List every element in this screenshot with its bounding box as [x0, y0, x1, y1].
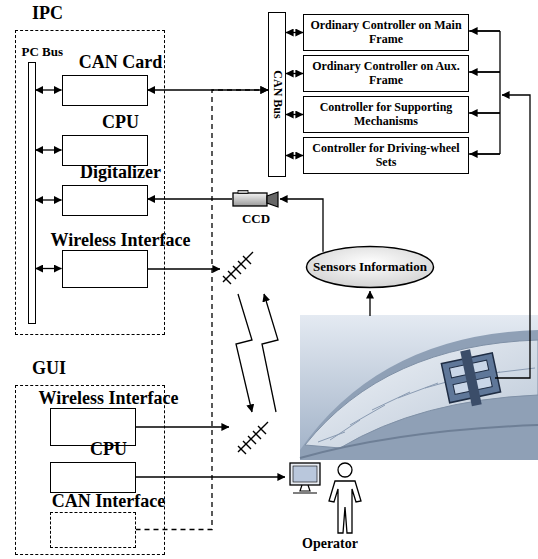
robot-link: [495, 95, 530, 378]
connector: [280, 199, 323, 252]
bus-bar: CAN Bus: [268, 12, 286, 177]
camera-node: CCD: [232, 190, 280, 230]
connector: [148, 198, 233, 199]
robot-bus: [499, 31, 500, 154]
antenna-symbol: [238, 422, 268, 454]
bus-bar: PC Bus: [28, 62, 36, 324]
optional-box: CAN Interface: [50, 512, 136, 548]
connector: [36, 149, 62, 150]
node-label: CAN Bus: [270, 70, 285, 118]
spacer: [470, 31, 500, 72]
process-box: Digitalizer: [62, 185, 148, 216]
controller-wires: [469, 31, 500, 154]
arrow-head: [470, 71, 500, 72]
robot-part: [460, 349, 481, 406]
connector: [286, 155, 303, 156]
process-box: CPU: [50, 462, 136, 493]
node-label: Wireless Interface: [51, 230, 191, 250]
node-label: GUI: [32, 358, 66, 379]
process-box: CPU: [62, 135, 148, 166]
wireless-bolt: [236, 294, 252, 412]
connector: [36, 268, 62, 269]
node-label: CAN Card: [79, 52, 163, 72]
climbing-robot: [440, 345, 503, 411]
connector: [136, 476, 286, 477]
node-label: CPU: [90, 439, 127, 459]
connector: [136, 90, 269, 530]
node-label: IPC: [32, 3, 63, 24]
connector: [36, 199, 62, 200]
node-label: CCD: [232, 211, 280, 227]
node-label: Digitalizer: [80, 162, 161, 182]
controller-box: Controller for Supporting Mechanisms: [303, 96, 469, 133]
antenna-feed: [148, 268, 220, 269]
arrow-head: [470, 153, 500, 154]
roof-ribs: [318, 368, 535, 442]
connector: [286, 73, 303, 74]
camera-symbol: [232, 190, 280, 208]
controller-box: Ordinary Controller on Main Frame: [303, 14, 469, 51]
arrow-head: [470, 112, 500, 113]
operator-figure: [285, 455, 375, 535]
sensor-arrow: [369, 291, 370, 316]
node-label: CPU: [102, 112, 139, 132]
group-box: GUIWireless InterfaceCPUCAN Interface: [15, 385, 165, 555]
node-label: Wireless Interface: [39, 388, 179, 408]
node-label: Controller for Supporting Mechanisms: [307, 101, 465, 128]
node-label: Controller for Driving-wheel Sets: [307, 142, 465, 169]
connector: [286, 114, 303, 115]
controller-box: Controller for Driving-wheel Sets: [303, 137, 469, 174]
node-label: Sensors Information: [313, 260, 427, 274]
node-label: PC Bus: [22, 44, 64, 60]
stadium-photo: [300, 315, 538, 460]
controller-box: Ordinary Controller on Aux. Frame: [303, 55, 469, 92]
process-box: CAN Card: [62, 75, 148, 106]
operator-node: Operator: [285, 455, 375, 555]
group-box: IPCPC BusCAN CardCPUDigitalizerWireless …: [15, 30, 165, 335]
connector: [286, 32, 303, 33]
node-label: CAN Interface: [52, 491, 165, 511]
arrow-head: [470, 30, 500, 31]
connector: [36, 89, 62, 90]
node-label: Ordinary Controller on Main Frame: [307, 19, 465, 46]
stadium-roof: [305, 340, 538, 448]
sensor-ellipse: Sensors Information: [305, 245, 435, 289]
stadium-wall: [300, 330, 538, 460]
node-label: Ordinary Controller on Aux. Frame: [307, 60, 465, 87]
process-box: Wireless Interface: [62, 250, 148, 288]
antenna-feed: [136, 426, 229, 427]
wireless-bolt: [262, 294, 278, 412]
antenna-symbol: [223, 252, 253, 284]
node-label: Operator: [285, 536, 375, 552]
stadium-rim: [300, 425, 538, 458]
